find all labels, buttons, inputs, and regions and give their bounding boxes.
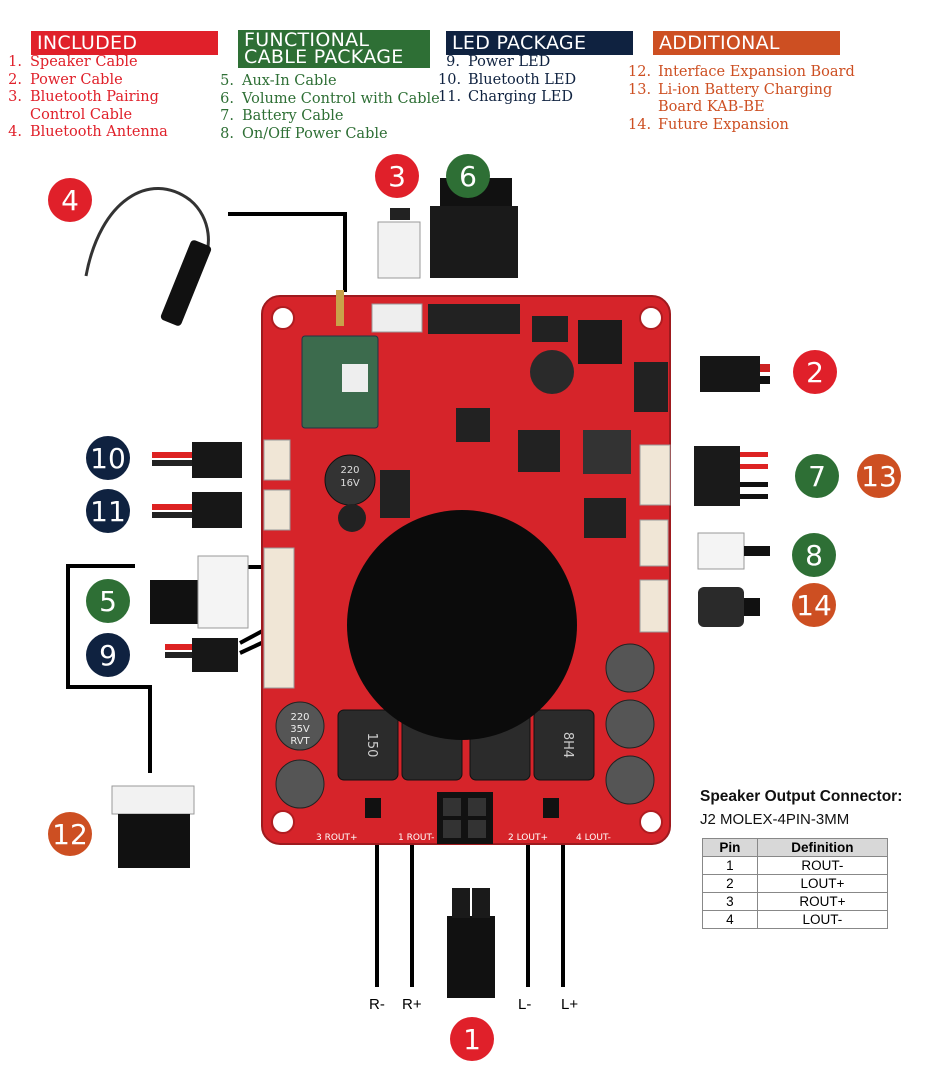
list-item: 13.Li-ion Battery Charging (628, 81, 833, 98)
volume-cable-connector (430, 206, 518, 278)
label-r-plus: R+ (402, 996, 422, 1013)
svg-text:4 LOUT-: 4 LOUT- (576, 833, 611, 843)
badge-11: 11 (86, 489, 130, 533)
list-item: Control Cable (30, 106, 133, 123)
list-item: 3.Bluetooth Pairing (8, 89, 159, 105)
pairing-cable-connector (377, 221, 421, 279)
led-header: LED PACKAGE (446, 31, 633, 55)
mounting-holes (271, 306, 663, 834)
badge-4: 4 (48, 178, 92, 222)
functional-header-line2: CABLE PACKAGE (244, 46, 404, 68)
speaker-cable-plug (447, 916, 495, 998)
volume-knob (347, 510, 577, 740)
svg-text:220: 220 (290, 712, 309, 723)
badge-9: 9 (86, 633, 130, 677)
cap-label: 220 (340, 465, 359, 476)
svg-text:1 ROUT-: 1 ROUT- (398, 833, 434, 843)
badge-12: 12 (48, 812, 92, 856)
list-item: 8.On/Off Power Cable (220, 125, 388, 142)
list-item: 7.Battery Cable (220, 108, 344, 124)
badge-14: 14 (792, 583, 836, 627)
list-item: Board KAB-BE (658, 99, 765, 115)
list-item: 12.Interface Expansion Board (628, 64, 855, 80)
speaker-connector-subtitle: J2 MOLEX-4PIN-3MM (700, 811, 850, 828)
list-item: 2.Power Cable (8, 71, 123, 88)
leader-lines (66, 212, 565, 987)
svg-text:RVT: RVT (290, 736, 310, 747)
svg-text:3 ROUT+: 3 ROUT+ (316, 833, 358, 843)
badge-10: 10 (86, 436, 130, 480)
list-item: 1.Speaker Cable (8, 54, 138, 70)
list-item: 9.Power LED (446, 54, 551, 70)
list-item: 10.Bluetooth LED (438, 71, 577, 88)
label-r-minus: R- (369, 996, 385, 1013)
list-item: 14.Future Expansion (628, 116, 789, 133)
svg-text:2 LOUT+: 2 LOUT+ (508, 833, 548, 843)
badge-5: 5 (86, 579, 130, 623)
list-item: 4.Bluetooth Antenna (8, 124, 168, 140)
functional-list: 5.Aux-In Cable 6.Volume Control with Cab… (212, 73, 440, 143)
badge-3: 3 (375, 154, 419, 198)
badge-13: 13 (857, 454, 901, 498)
on-off-cable-connector (697, 532, 745, 570)
list-item: 6.Volume Control with Cable (220, 90, 440, 107)
additional-list: 12.Interface Expansion Board 13.Li-ion B… (628, 64, 855, 134)
included-list: 1.Speaker Cable 2.Power Cable 3.Bluetoot… (0, 54, 168, 142)
additional-header: ADDITIONAL (653, 31, 840, 55)
capacitors (275, 643, 655, 809)
bluetooth-antenna-cable (84, 187, 210, 277)
aux-in-connector (197, 555, 249, 629)
bluetooth-antenna (160, 240, 212, 326)
power-led-connector (192, 638, 238, 672)
badge-7: 7 (795, 454, 839, 498)
cap-label: 16V (340, 478, 360, 489)
pairing-header (371, 303, 423, 333)
charging-led-connector (192, 492, 242, 528)
badge-8: 8 (792, 533, 836, 577)
list-item: 5.Aux-In Cable (220, 73, 337, 89)
svg-text:35V: 35V (290, 724, 310, 735)
column-header-pin: Pin (702, 838, 758, 857)
led-list: 9.Power LED 10.Bluetooth LED 11.Charging… (438, 54, 576, 107)
svg-text:150: 150 (364, 733, 379, 758)
battery-cable-connector (694, 446, 740, 506)
future-expansion-connector (698, 587, 744, 627)
badge-1: 1 (450, 1017, 494, 1061)
badge-2: 2 (793, 350, 837, 394)
functional-header-line1: FUNCTIONAL (244, 29, 370, 51)
svg-text:8H4: 8H4 (560, 732, 575, 758)
volume-header (428, 304, 520, 334)
power-cable-connector (700, 356, 760, 392)
badge-6: 6 (446, 154, 490, 198)
label-l-minus: L- (518, 996, 532, 1013)
label-l-plus: L+ (561, 996, 579, 1013)
expansion-board-connector (111, 785, 195, 815)
column-header-definition: Definition (756, 838, 889, 857)
included-header: INCLUDED (31, 31, 218, 55)
functional-header: FUNCTIONAL CABLE PACKAGE (238, 30, 430, 68)
bluetooth-module (301, 335, 379, 429)
speaker-connector-title: Speaker Output Connector: (700, 788, 903, 805)
table-header-row: Pin Definition (702, 838, 889, 857)
list-item: 11.Charging LED (438, 89, 573, 105)
bluetooth-led-connector (192, 442, 242, 478)
